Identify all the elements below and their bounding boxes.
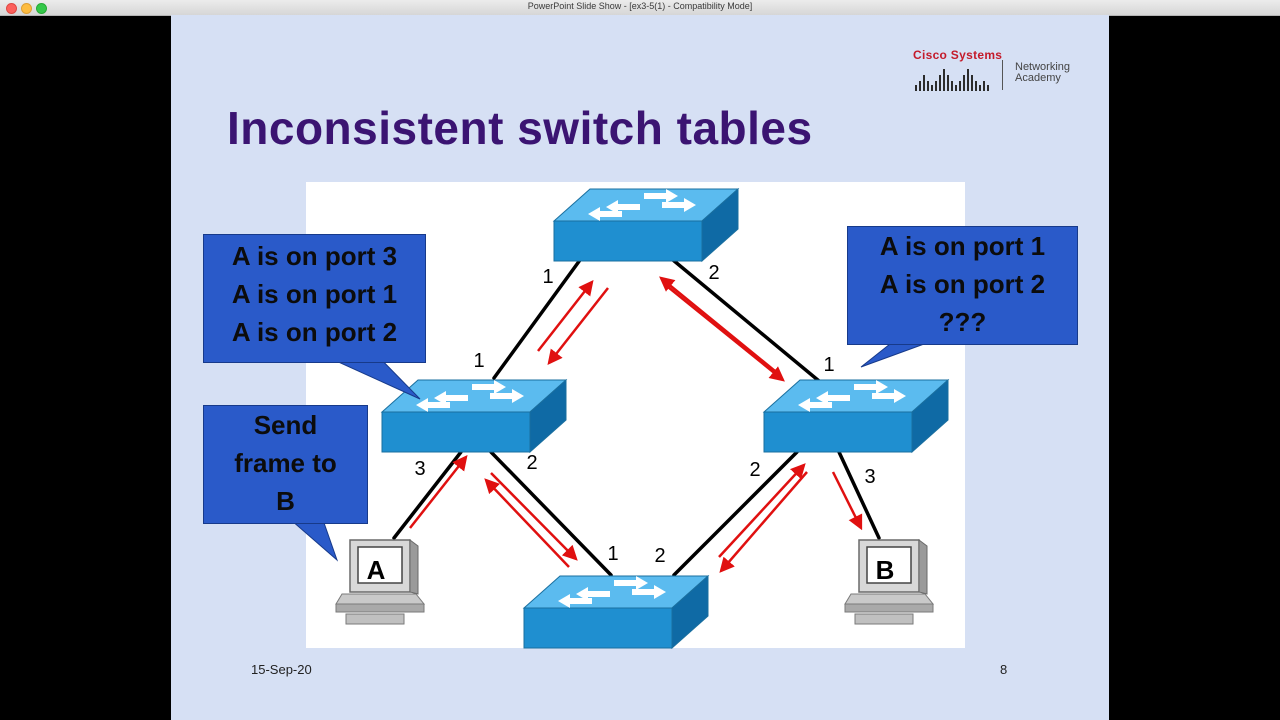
port-label: 2: [526, 452, 537, 474]
callout-send-tail: [289, 519, 339, 562]
arrow-right-to-bottom: [719, 471, 808, 573]
arrow-left-to-top: [537, 280, 594, 352]
port-label: 1: [823, 354, 834, 376]
switch-bottom: [523, 575, 709, 649]
slide-number: 8: [1000, 662, 1008, 677]
link-right-bottom: [672, 450, 799, 577]
arrow-right-to-host-b: [831, 471, 863, 531]
link-top-left: [492, 258, 582, 380]
port-labels: 1 2 1 3 2 1 2 3 1 2: [414, 262, 875, 567]
port-label: 3: [414, 458, 425, 480]
logo-divider: [1002, 60, 1003, 90]
arrow-left-to-bottom: [490, 472, 578, 561]
window-title: PowerPoint Slide Show - [ex3-5(1) - Comp…: [527, 1, 753, 11]
arrow-bottom-to-left: [484, 478, 570, 568]
port-label: 2: [708, 262, 719, 284]
cisco-bars-icon: [913, 66, 993, 91]
callout-left-switch-table: A is on port 3 A is on port 1 A is on po…: [203, 234, 426, 363]
arrow-right-to-top: [659, 276, 776, 372]
link-left-bottom: [489, 450, 613, 577]
link-left-host-a: [392, 450, 463, 540]
slide[interactable]: Inconsistent switch tables Cisco Systems…: [171, 15, 1109, 720]
port-label: 2: [749, 459, 760, 481]
slide-date: 15-Sep-20: [251, 662, 312, 677]
port-label: 2: [654, 545, 665, 567]
switch-right: [763, 379, 949, 453]
slide-title: Inconsistent switch tables: [227, 102, 813, 154]
links: [392, 258, 881, 577]
close-window-button[interactable]: [6, 3, 17, 14]
host-a-label: A: [367, 555, 386, 585]
switch-top: [553, 188, 739, 262]
window-titlebar: PowerPoint Slide Show - [ex3-5(1) - Comp…: [0, 0, 1280, 16]
maximize-window-button[interactable]: [36, 3, 47, 14]
callout-send-frame: Send frame to B: [203, 405, 368, 524]
port-label: 1: [607, 543, 618, 565]
network-diagram: A B 1 2 1 3 2 1 2 3 1 2: [289, 188, 949, 649]
link-top-right: [671, 258, 821, 383]
minimize-window-button[interactable]: [21, 3, 32, 14]
arrow-host-a-to-left: [409, 455, 468, 529]
cisco-logo: Cisco Systems Networking Academy: [913, 48, 1083, 96]
link-right-host-b: [837, 450, 881, 540]
networking-academy-label: Networking Academy: [1015, 61, 1071, 84]
port-label: 3: [864, 466, 875, 488]
port-label: 1: [542, 266, 553, 288]
cisco-wordmark: Cisco Systems: [913, 48, 1003, 62]
arrow-top-to-left: [547, 287, 609, 365]
host-b-label: B: [876, 555, 895, 585]
arrow-bottom-to-right: [718, 463, 806, 558]
port-label: 1: [473, 350, 484, 372]
frame-arrows: [409, 276, 863, 573]
arrow-top-to-right: [667, 286, 785, 382]
callout-right-switch-table: A is on port 1 A is on port 2 ???: [847, 226, 1078, 345]
